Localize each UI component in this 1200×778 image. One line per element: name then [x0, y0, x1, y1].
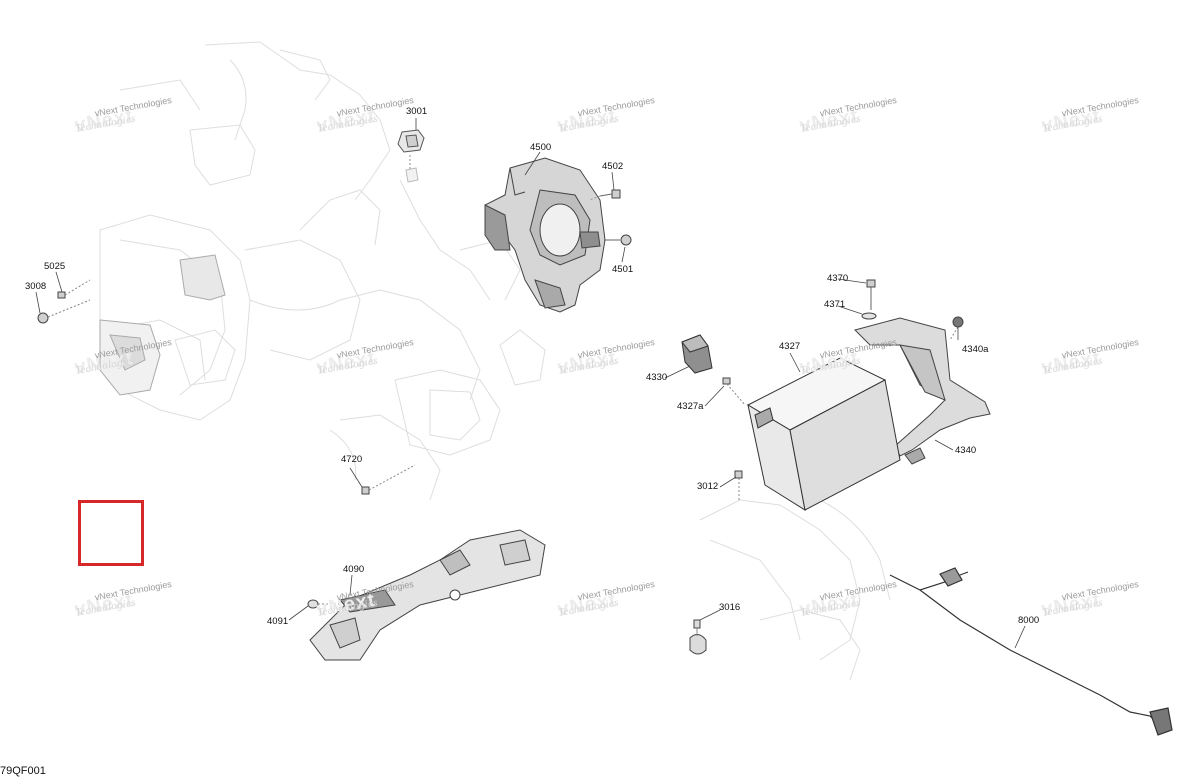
- part-3012-screw: [734, 470, 743, 500]
- callout-3008: 3008: [25, 281, 47, 292]
- callout-5025: 5025: [44, 261, 66, 272]
- part-4500-bracket: [484, 157, 606, 313]
- leader-lines: [35, 118, 1026, 649]
- callout-4090: 4090: [343, 564, 365, 575]
- part-4330-cover: [681, 334, 713, 374]
- selection-hotspot[interactable]: [78, 500, 144, 566]
- callout-4370: 4370: [827, 273, 849, 284]
- part-4340a-nut: [949, 316, 964, 341]
- part-4327-battery: [746, 357, 901, 512]
- callout-4720: 4720: [341, 454, 363, 465]
- part-3008-screw: [37, 299, 91, 324]
- callout-3001: 3001: [406, 106, 428, 117]
- part-5025-screw: [57, 279, 91, 299]
- part-4090-plate: [309, 529, 546, 661]
- callout-4327a: 4327a: [677, 401, 704, 412]
- figure-code: 79QF001: [0, 765, 46, 777]
- callout-8000: 8000: [1018, 615, 1040, 626]
- part-3001-connector: [397, 129, 425, 183]
- callout-4340: 4340: [955, 445, 977, 456]
- background-frame: [99, 41, 891, 681]
- callout-3012: 3012: [697, 481, 719, 492]
- part-4340-bracket: [854, 317, 991, 465]
- callout-4501: 4501: [612, 264, 634, 275]
- callout-4340a: 4340a: [962, 344, 989, 355]
- callout-4500: 4500: [530, 142, 552, 153]
- part-frame-casting: [99, 254, 226, 396]
- part-4501-screw: [604, 234, 632, 246]
- part-4720-screw: [361, 464, 416, 495]
- part-3016-clip: [689, 619, 707, 655]
- part-4091-fastener: [307, 599, 340, 609]
- callout-4327: 4327: [779, 341, 801, 352]
- callout-4502: 4502: [602, 161, 624, 172]
- part-4327a-screw: [722, 377, 746, 406]
- part-4371-washer: [861, 312, 877, 320]
- callout-3016: 3016: [719, 602, 741, 613]
- part-4502-screw: [589, 189, 621, 201]
- part-8000-harness: [889, 567, 1173, 736]
- callout-4091: 4091: [267, 616, 289, 627]
- callout-4330: 4330: [646, 372, 668, 383]
- part-4370-bolt: [866, 279, 876, 310]
- callout-4371: 4371: [824, 299, 846, 310]
